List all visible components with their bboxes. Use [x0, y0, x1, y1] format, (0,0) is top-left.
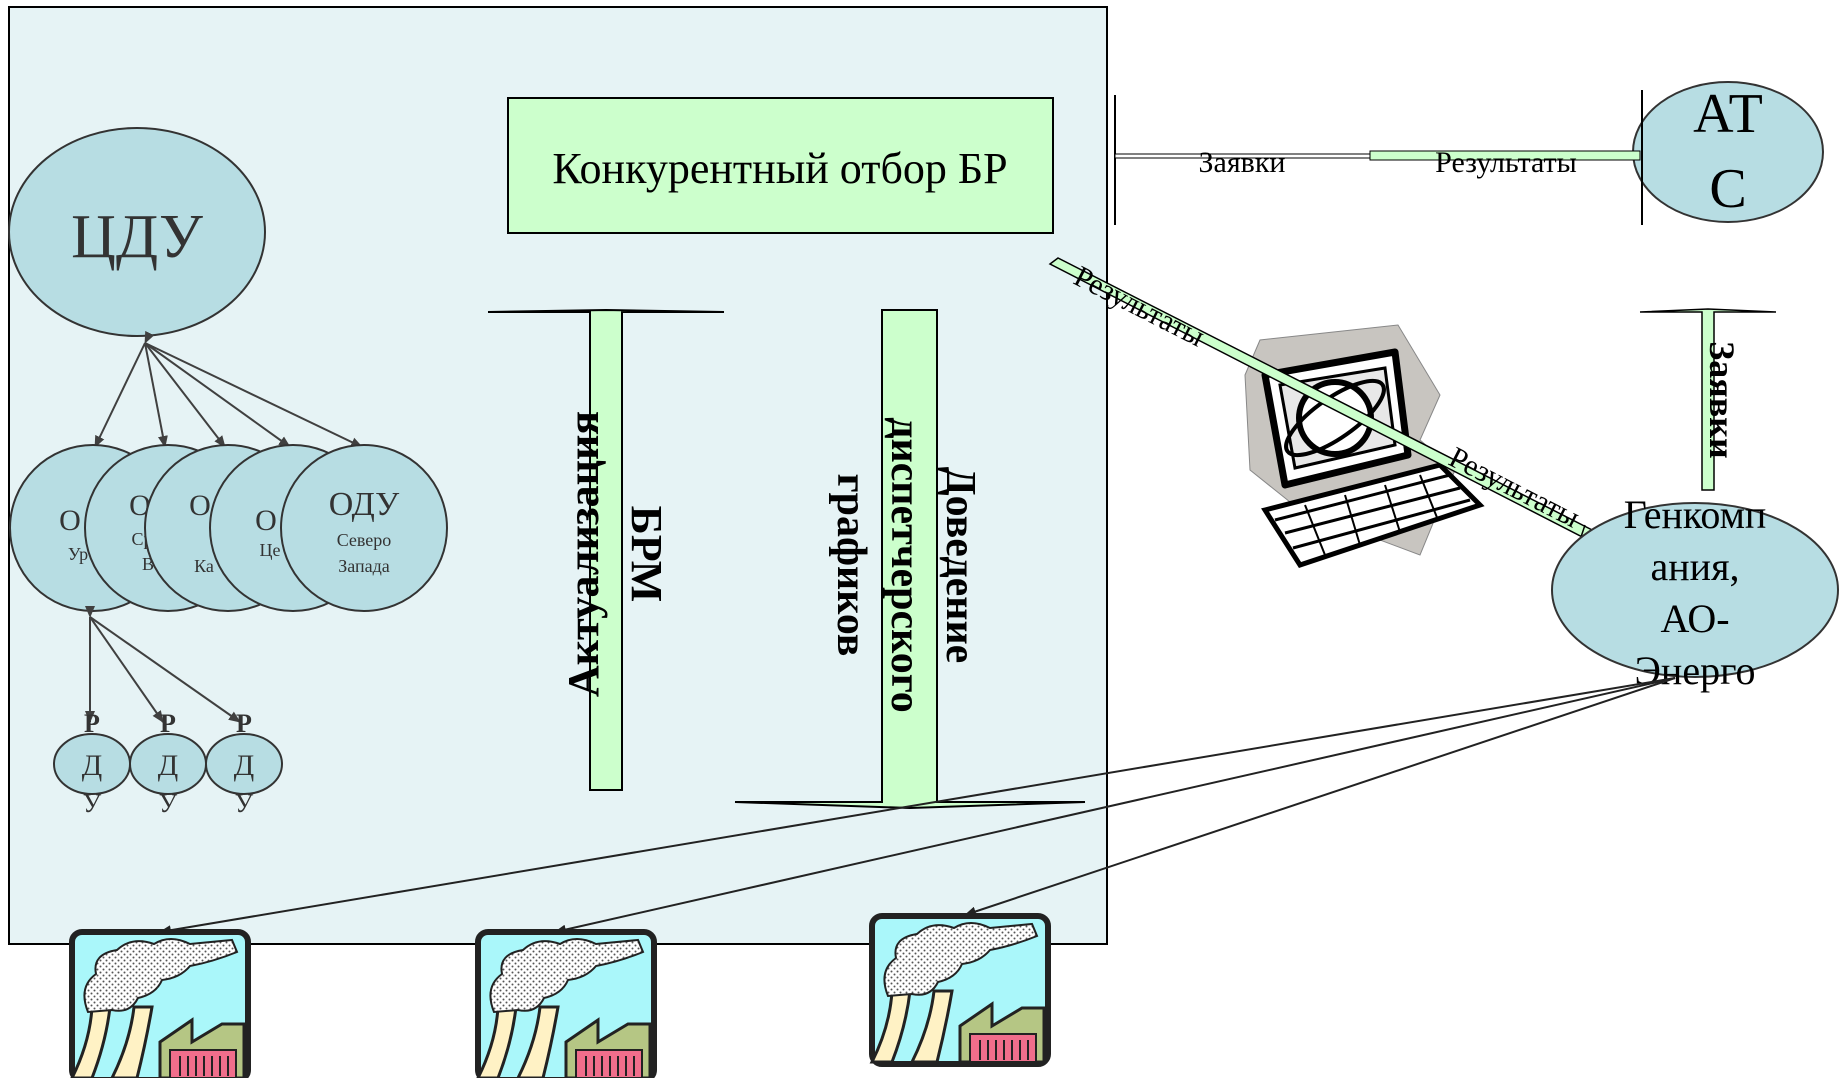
ats-line1: АТ: [1693, 83, 1763, 145]
dispatch-label-3: графиков: [828, 474, 874, 657]
rdu-node-3[interactable]: Р Д У: [205, 709, 283, 818]
bids-vertical-label: Заявки: [1702, 341, 1742, 458]
competitive-selection-label: Конкурентный отбор БР: [552, 144, 1007, 193]
odu-1-line1: О: [59, 504, 81, 537]
odu-rdu-arrows: [85, 606, 241, 723]
genco-line2: ания,: [1651, 544, 1740, 589]
rdu-1-top: Р: [84, 709, 100, 738]
computer-icon: [1244, 324, 1485, 568]
genco-line1: Генкомп: [1624, 492, 1767, 537]
rdu-1-middle: Д: [82, 749, 102, 782]
rdu-node-1[interactable]: Р Д У: [53, 709, 131, 818]
rdu-3-middle: Д: [234, 749, 254, 782]
cdu-odu-arrows: [94, 330, 363, 448]
power-plant-icon: [475, 929, 657, 1078]
genco-plant-arrows: [159, 677, 1676, 936]
odu-4-line2: Це: [260, 540, 281, 560]
bids-top-label: Заявки: [1199, 146, 1286, 179]
rdu-3-bottom: У: [235, 789, 254, 818]
dispatch-label-1: Доведение: [937, 467, 983, 664]
rdu-node-2[interactable]: Р Д У: [129, 709, 207, 818]
ats-node[interactable]: АТ С: [1632, 81, 1824, 223]
odu-3-line1: О: [189, 489, 211, 522]
odu-5-line3: Запада: [338, 556, 390, 576]
bids-vertical-arrow: Заявки: [1639, 308, 1777, 491]
power-plant-icon: [869, 913, 1051, 1067]
competitive-selection-box[interactable]: Конкурентный отбор БР: [507, 97, 1054, 234]
odu-4-line1: О: [255, 504, 277, 537]
odu-node-5[interactable]: ОДУ Северо Запада: [280, 444, 448, 612]
update-brm-label-2: БРМ: [622, 506, 671, 603]
dispatch-label-2: диспетчерского: [882, 417, 928, 713]
update-brm-label-1: Актуализация: [559, 411, 608, 697]
ats-line2: С: [1709, 158, 1746, 220]
odu-1-line2: Ур: [68, 544, 88, 564]
results-top-label: Результаты: [1435, 146, 1577, 179]
rdu-2-middle: Д: [158, 749, 178, 782]
dispatch-schedule-arrow: Доведение диспетчерского графиков: [734, 309, 1086, 810]
rdu-1-bottom: У: [83, 789, 102, 818]
cdu-node[interactable]: ЦДУ: [8, 127, 266, 337]
odu-5-line2: Северо: [337, 530, 392, 550]
genco-node[interactable]: Генкомп ания, АО- Энерго: [1551, 492, 1839, 693]
bids-results-link: Заявки Результаты: [1114, 90, 1643, 225]
update-brm-arrow: Актуализация БРМ: [487, 308, 725, 791]
rdu-3-top: Р: [236, 709, 252, 738]
genco-line3: АО-: [1660, 596, 1729, 641]
odu-5-line1: ОДУ: [329, 486, 400, 523]
rdu-2-bottom: У: [159, 789, 178, 818]
power-plant-icon: [69, 929, 251, 1078]
odu-3-line2: Ка: [194, 556, 214, 576]
cdu-label: ЦДУ: [71, 203, 203, 271]
rdu-2-top: Р: [160, 709, 176, 738]
